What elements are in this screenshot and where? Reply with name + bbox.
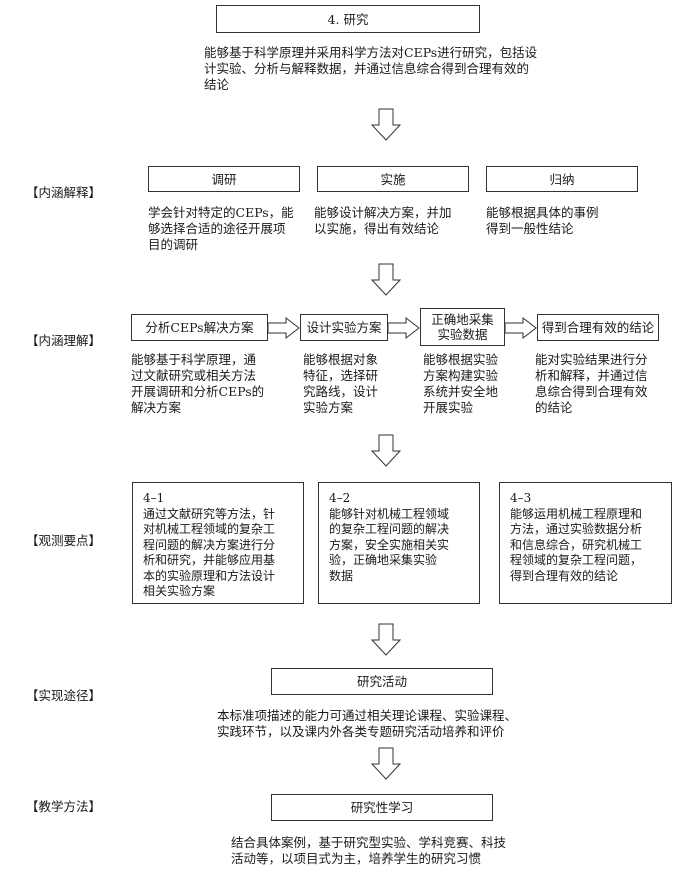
down-arrow-icon xyxy=(370,108,402,141)
text-line: 对机械工程领域的复杂工 xyxy=(143,522,276,536)
section-label-teaching-method: 【教学方法】 xyxy=(26,799,102,814)
section-label-connotation-understand: 【内涵理解】 xyxy=(26,333,102,348)
top-description: 能够基于科学原理并采用科学方法对CEPs进行研究，包括设 计实验、分析与解释数据… xyxy=(204,45,537,93)
text-line: 能够根据具体的事例 xyxy=(486,205,599,220)
explain-title: 归纳 xyxy=(549,171,575,187)
explain-box-implement: 实施 xyxy=(317,166,469,192)
teaching-text: 结合具体案例，基于研究型实验、学科竞赛、科技 活动等，以项目式为主，培养学生的研… xyxy=(231,835,506,867)
text-line: 结合具体案例，基于研究型实验、学科竞赛、科技 xyxy=(231,835,507,850)
text-line: 得到一般性结论 xyxy=(486,221,574,236)
text-line: 验，正确地采集实验 xyxy=(329,553,438,567)
explain-title: 调研 xyxy=(211,171,237,187)
text-line: 的结论 xyxy=(535,400,573,415)
text-line: 实验方案 xyxy=(303,400,354,415)
teaching-title: 研究性学习 xyxy=(350,800,414,815)
section-label-connotation-explain: 【内涵解释】 xyxy=(26,185,102,200)
point-id: 4–3 xyxy=(510,491,532,505)
explain-text-research: 学会针对特定的CEPs，能 够选择合适的途径开展项 目的调研 xyxy=(148,205,294,253)
understand-title: 分析CEPs解决方案 xyxy=(145,320,254,335)
right-arrow-icon xyxy=(504,316,537,340)
text-line: 能够根据对象 xyxy=(303,352,379,367)
text-line: 能够基于科学原理，通 xyxy=(131,352,257,367)
approach-text: 本标准项描述的能力可通过相关理论课程、实验课程、 实践环节，以及课内外各类专题研… xyxy=(217,708,517,740)
down-arrow-icon xyxy=(370,434,402,467)
text-line: 本的实验原理和方法设计 xyxy=(143,568,276,583)
text-line: 能够针对机械工程领域 xyxy=(329,506,450,521)
explain-box-research: 调研 xyxy=(148,166,300,192)
text-line: 目的调研 xyxy=(148,237,199,252)
desc-line: 计实验、分析与解释数据，并通过信息综合得到合理有效的 xyxy=(204,61,530,76)
text-line: 程问题的解决方案进行分 xyxy=(143,537,276,552)
understand-text-design: 能够根据对象 特征，选择研 究路线，设计 实验方案 xyxy=(303,352,378,416)
desc-line: 能够基于科学原理并采用科学方法对CEPs进行研究，包括设 xyxy=(204,45,538,60)
text-line: 系统并安全地 xyxy=(423,384,499,399)
understand-text-conclude: 能对实验结果进行分 析和解释，并通过信 息综合得到合理有效 的结论 xyxy=(535,352,648,416)
understand-text-analyze: 能够基于科学原理，通 过文献研究或相关方法 开展调研和分析CEPs的 解决方案 xyxy=(131,352,264,416)
right-arrow-icon xyxy=(387,316,420,340)
text-line: 过文献研究或相关方法 xyxy=(131,368,257,383)
text-line: 通过文献研究等方法，针 xyxy=(143,506,276,521)
text-line: 方法，通过实验数据分析 xyxy=(510,522,643,536)
understand-box-conclude: 得到合理有效的结论 xyxy=(537,314,659,341)
point-box-4-1: 4–1 通过文献研究等方法，针 对机械工程领域的复杂工 程问题的解决方案进行分 … xyxy=(132,482,304,604)
approach-title: 研究活动 xyxy=(356,674,407,689)
text-line: 够选择合适的途径开展项 xyxy=(148,221,286,236)
text-line: 能够运用机械工程原理和 xyxy=(510,506,643,521)
down-arrow-icon xyxy=(370,623,402,656)
text-line: 解决方案 xyxy=(131,400,182,415)
understand-box-analyze: 分析CEPs解决方案 xyxy=(131,314,268,341)
understand-title: 正确地采集 xyxy=(431,312,494,327)
understand-title: 实验数据 xyxy=(437,327,488,342)
section-label-approach: 【实现途径】 xyxy=(26,688,102,703)
point-id: 4–2 xyxy=(329,491,351,505)
down-arrow-icon xyxy=(370,263,402,296)
text-line: 特征，选择研 xyxy=(303,368,379,383)
text-line: 本标准项描述的能力可通过相关理论课程、实验课程、 xyxy=(217,708,518,723)
text-line: 学会针对特定的CEPs，能 xyxy=(148,205,294,220)
text-line: 析和解释，并通过信 xyxy=(535,368,648,383)
explain-box-induction: 归纳 xyxy=(486,166,638,192)
understand-box-collect: 正确地采集 实验数据 xyxy=(420,308,505,346)
text-line: 相关实验方案 xyxy=(143,584,216,598)
text-line: 究路线，设计 xyxy=(303,384,379,399)
understand-title: 设计实验方案 xyxy=(306,320,382,335)
understand-box-design: 设计实验方案 xyxy=(300,314,388,341)
text-line: 以实施，得出有效结论 xyxy=(314,221,440,236)
text-line: 实践环节，以及课内外各类专题研究活动培养和评价 xyxy=(217,724,505,739)
top-title-box: 4. 研究 xyxy=(216,5,480,33)
text-line: 息综合得到合理有效 xyxy=(535,384,648,399)
text-line: 开展调研和分析CEPs的 xyxy=(131,384,265,399)
text-line: 方案构建实验 xyxy=(423,368,499,383)
text-line: 和信息综合，研究机械工 xyxy=(510,537,643,552)
point-id: 4–1 xyxy=(143,491,165,505)
teaching-box: 研究性学习 xyxy=(271,794,493,821)
text-line: 得到合理有效的结论 xyxy=(510,568,619,583)
explain-text-implement: 能够设计解决方案，并加 以实施，得出有效结论 xyxy=(314,205,452,237)
text-line: 能对实验结果进行分 xyxy=(535,352,648,367)
desc-line: 结论 xyxy=(204,77,230,92)
explain-text-induction: 能够根据具体的事例 得到一般性结论 xyxy=(486,205,599,237)
point-box-4-2: 4–2 能够针对机械工程领域 的复杂工程问题的解决 方案，安全实施相关实 验，正… xyxy=(318,482,480,604)
text-line: 能够根据实验 xyxy=(423,352,499,367)
section-label-observation-points: 【观测要点】 xyxy=(26,533,102,548)
understand-title: 得到合理有效的结论 xyxy=(541,320,655,335)
text-line: 开展实验 xyxy=(423,400,474,415)
text-line: 活动等，以项目式为主，培养学生的研究习惯 xyxy=(231,851,482,866)
point-box-4-3: 4–3 能够运用机械工程原理和 方法，通过实验数据分析 和信息综合，研究机械工 … xyxy=(499,482,672,604)
understand-text-collect: 能够根据实验 方案构建实验 系统并安全地 开展实验 xyxy=(423,352,498,416)
explain-title: 实施 xyxy=(380,171,406,187)
text-line: 能够设计解决方案，并加 xyxy=(314,205,452,220)
text-line: 方案，安全实施相关实 xyxy=(329,537,450,552)
approach-box: 研究活动 xyxy=(271,668,493,695)
right-arrow-icon xyxy=(267,316,300,340)
text-line: 程领域的复杂工程问题， xyxy=(510,553,643,567)
text-line: 数据 xyxy=(329,568,354,583)
text-line: 的复杂工程问题的解决 xyxy=(329,522,450,536)
down-arrow-icon xyxy=(370,747,402,780)
text-line: 析和研究，并能够应用基 xyxy=(143,553,276,567)
top-title: 4. 研究 xyxy=(327,11,369,27)
